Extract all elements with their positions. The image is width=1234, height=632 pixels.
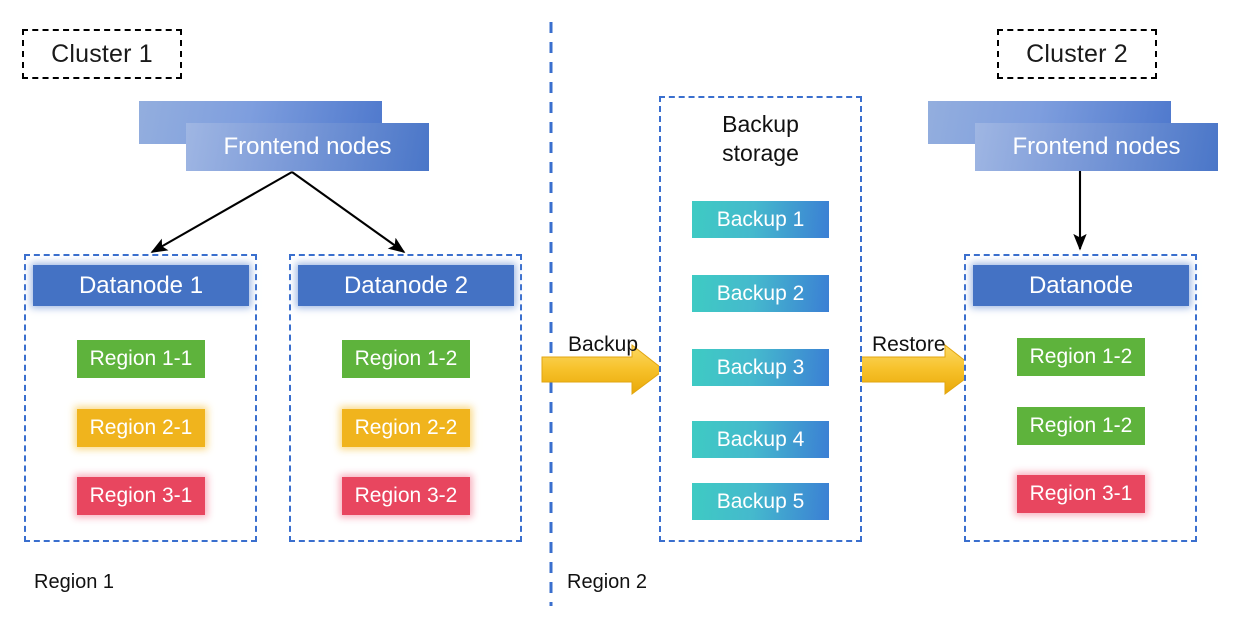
backup-chip-5[interactable]: Backup 5 xyxy=(692,483,829,520)
backup-chip-1-label: Backup 1 xyxy=(716,207,805,231)
region-chip-2-2[interactable]: Region 2-2 xyxy=(342,409,470,447)
datanode-2-header[interactable]: Datanode 2 xyxy=(298,265,514,306)
region-chip-1-1[interactable]: Region 1-1 xyxy=(77,340,205,378)
backup-chip-4-label: Backup 4 xyxy=(716,427,805,451)
restored-region-chip-1[interactable]: Region 1-2 xyxy=(1017,338,1145,376)
backup-chip-3-label: Backup 3 xyxy=(716,355,805,379)
region-2-footer-label: Region 2 xyxy=(567,571,648,593)
restored-region-chip-2[interactable]: Region 1-2 xyxy=(1017,407,1145,445)
backup-storage-title-line-2: storage xyxy=(722,140,799,167)
restored-region-chip-3-label: Region 3-1 xyxy=(1029,482,1133,505)
arrow-frontend-to-datanode-2 xyxy=(291,171,406,253)
cluster-2-frontend-nodes[interactable]: Frontend nodes xyxy=(928,101,1223,173)
region-1-footer-label: Region 1 xyxy=(34,571,115,593)
cluster-2-title-box: Cluster 2 xyxy=(997,29,1157,79)
region-chip-3-1[interactable]: Region 3-1 xyxy=(77,477,205,515)
backup-storage-title-line-1: Backup xyxy=(722,111,799,137)
region-chip-1-1-label: Region 1-1 xyxy=(89,347,193,370)
frontend-nodes-front-card-2: Frontend nodes xyxy=(975,123,1218,171)
region-chip-2-1-label: Region 2-1 xyxy=(89,416,193,439)
datanode-restored-header[interactable]: Datanode xyxy=(973,265,1189,306)
frontend-nodes-front-card: Frontend nodes xyxy=(186,123,429,171)
datanode-1-header-label: Datanode 1 xyxy=(78,271,204,299)
restored-region-chip-1-label: Region 1-2 xyxy=(1029,345,1133,368)
backup-chip-4[interactable]: Backup 4 xyxy=(692,421,829,458)
cluster-1-frontend-label: Frontend nodes xyxy=(223,133,392,160)
region-chip-3-2[interactable]: Region 3-2 xyxy=(342,477,470,515)
cluster-2-frontend-label: Frontend nodes xyxy=(1012,133,1181,160)
cluster-1-title-label: Cluster 1 xyxy=(51,39,153,68)
backup-chip-5-label: Backup 5 xyxy=(716,489,805,513)
datanode-1-header[interactable]: Datanode 1 xyxy=(33,265,249,306)
datanode-2-header-label: Datanode 2 xyxy=(343,271,469,299)
backup-chip-2[interactable]: Backup 2 xyxy=(692,275,829,312)
backup-storage-container[interactable] xyxy=(659,96,862,542)
region-chip-3-2-label: Region 3-2 xyxy=(354,484,458,507)
backup-chip-1[interactable]: Backup 1 xyxy=(692,201,829,238)
region-chip-2-1[interactable]: Region 2-1 xyxy=(77,409,205,447)
backup-chip-2-label: Backup 2 xyxy=(716,281,805,305)
region-chip-2-2-label: Region 2-2 xyxy=(354,416,458,439)
arrow-frontend-to-datanode-1 xyxy=(150,171,293,253)
datanode-restored-header-label: Datanode xyxy=(1028,271,1134,299)
region-chip-1-2-label: Region 1-2 xyxy=(354,347,458,370)
cluster-1-frontend-nodes[interactable]: Frontend nodes xyxy=(139,101,434,173)
backup-flow-label: Backup xyxy=(568,333,639,356)
region-chip-3-1-label: Region 3-1 xyxy=(89,484,193,507)
backup-chip-3[interactable]: Backup 3 xyxy=(692,349,829,386)
cluster-2-title-label: Cluster 2 xyxy=(1026,39,1128,68)
backup-storage-title: Backup storage xyxy=(659,110,862,169)
region-chip-1-2[interactable]: Region 1-2 xyxy=(342,340,470,378)
restored-region-chip-2-label: Region 1-2 xyxy=(1029,414,1133,437)
cluster-1-title-box: Cluster 1 xyxy=(22,29,182,79)
restore-flow-label: Restore xyxy=(872,333,946,356)
restored-region-chip-3[interactable]: Region 3-1 xyxy=(1017,475,1145,513)
